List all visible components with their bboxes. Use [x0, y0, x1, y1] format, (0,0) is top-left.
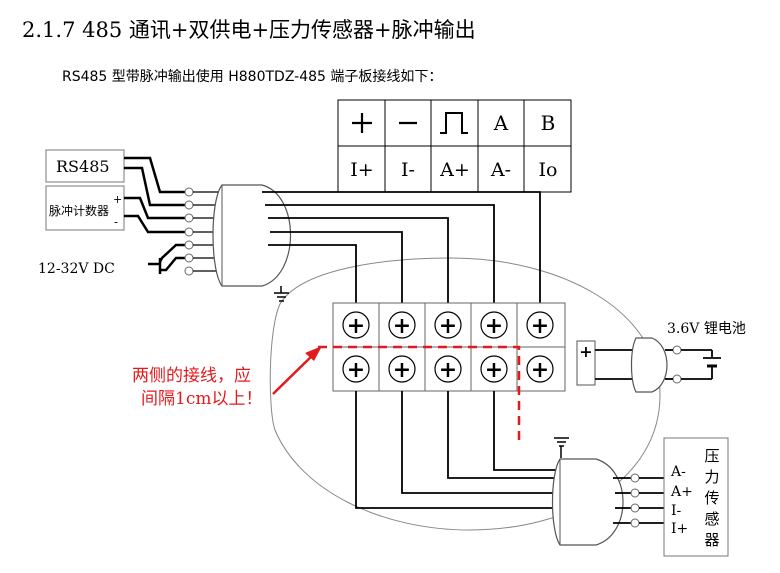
sensor-name: 压 力 传 感 器	[704, 447, 719, 549]
sensor-pin-i-plus: I+	[671, 521, 688, 537]
sensor-pin-a-plus: A+	[670, 484, 693, 500]
battery-terminal-plus: +	[579, 342, 592, 361]
rs485-box	[45, 149, 125, 183]
sensor-name-char-1: 压	[704, 447, 719, 465]
pulse-counter-plus: +	[113, 193, 122, 206]
note-line1: 两侧的接线，应	[132, 366, 251, 386]
page-heading: 2.1.7 485 通讯+双供电+压力传感器+脉冲输出	[22, 18, 476, 42]
power-label: 12-32V DC	[38, 261, 115, 277]
screw-9: +	[485, 357, 503, 383]
battery-dots	[672, 345, 682, 384]
screw-4: +	[485, 313, 503, 339]
pulse-counter-label: 脉冲计数器	[49, 203, 109, 218]
left-cables	[124, 156, 187, 274]
pin-label-io: Io	[539, 159, 558, 181]
screw-10: +	[531, 357, 549, 383]
sensor-gland-lines	[613, 477, 631, 524]
pin-label-a-minus: A-	[490, 159, 511, 181]
sensor-pin-wires	[639, 477, 664, 524]
screw-5: +	[531, 313, 549, 339]
pin-label-i-minus: I-	[401, 159, 415, 181]
pin-symbol-a: A	[493, 111, 509, 135]
screw-7: +	[393, 357, 411, 383]
rs485-label: RS485	[56, 157, 110, 176]
battery-wires	[595, 349, 636, 380]
ground-icon	[274, 286, 289, 302]
enclosure-outline	[269, 257, 661, 531]
sensor-pin-a-minus: A-	[670, 464, 686, 480]
sensor-pin-i-minus: I-	[671, 503, 682, 519]
note-arrow-head	[305, 346, 322, 361]
terminal-screw-glyphs: + + + + + + + + + +	[347, 313, 549, 383]
sensor-name-char-3: 传	[704, 489, 719, 507]
battery-terminal	[576, 340, 596, 386]
screw-1: +	[347, 313, 365, 339]
sensor-name-char-2: 力	[704, 468, 719, 486]
pin-label-a-plus: A+	[439, 159, 470, 181]
sensor-dots	[630, 473, 640, 528]
sensor-name-char-5: 器	[704, 531, 719, 549]
terminal-screws	[342, 311, 554, 383]
screw-2: +	[393, 313, 411, 339]
pulse-counter-minus: -	[114, 215, 118, 229]
note-line2: 间隔1cm以上！	[141, 389, 262, 409]
spacing-guide	[318, 345, 521, 440]
screw-6: +	[347, 357, 365, 383]
battery-cell-icon	[665, 349, 721, 380]
battery-label: 3.6V 锂电池	[667, 321, 746, 337]
left-cable-gland	[212, 184, 291, 287]
pin-label-i-plus: I+	[350, 159, 373, 181]
sensor-name-char-4: 感	[704, 510, 719, 528]
screw-8: +	[439, 357, 457, 383]
wires-to-sensor	[355, 391, 566, 509]
wires-to-terminals	[262, 191, 541, 310]
pulse-icon	[440, 112, 468, 134]
ground-icon-sensor	[554, 437, 569, 458]
sensor-cable-gland	[551, 458, 624, 546]
pressure-sensor-box	[663, 437, 729, 557]
connector-dots-left	[184, 187, 194, 276]
battery-cable-gland	[630, 337, 668, 393]
pin-symbol-b: B	[541, 111, 556, 135]
page-subtitle: RS485 型带脉冲输出使用 H880TDZ-485 端子板接线如下：	[62, 69, 443, 85]
pulse-counter-box	[45, 185, 125, 231]
pin-symbol-plus	[352, 113, 372, 133]
screw-3: +	[439, 313, 457, 339]
